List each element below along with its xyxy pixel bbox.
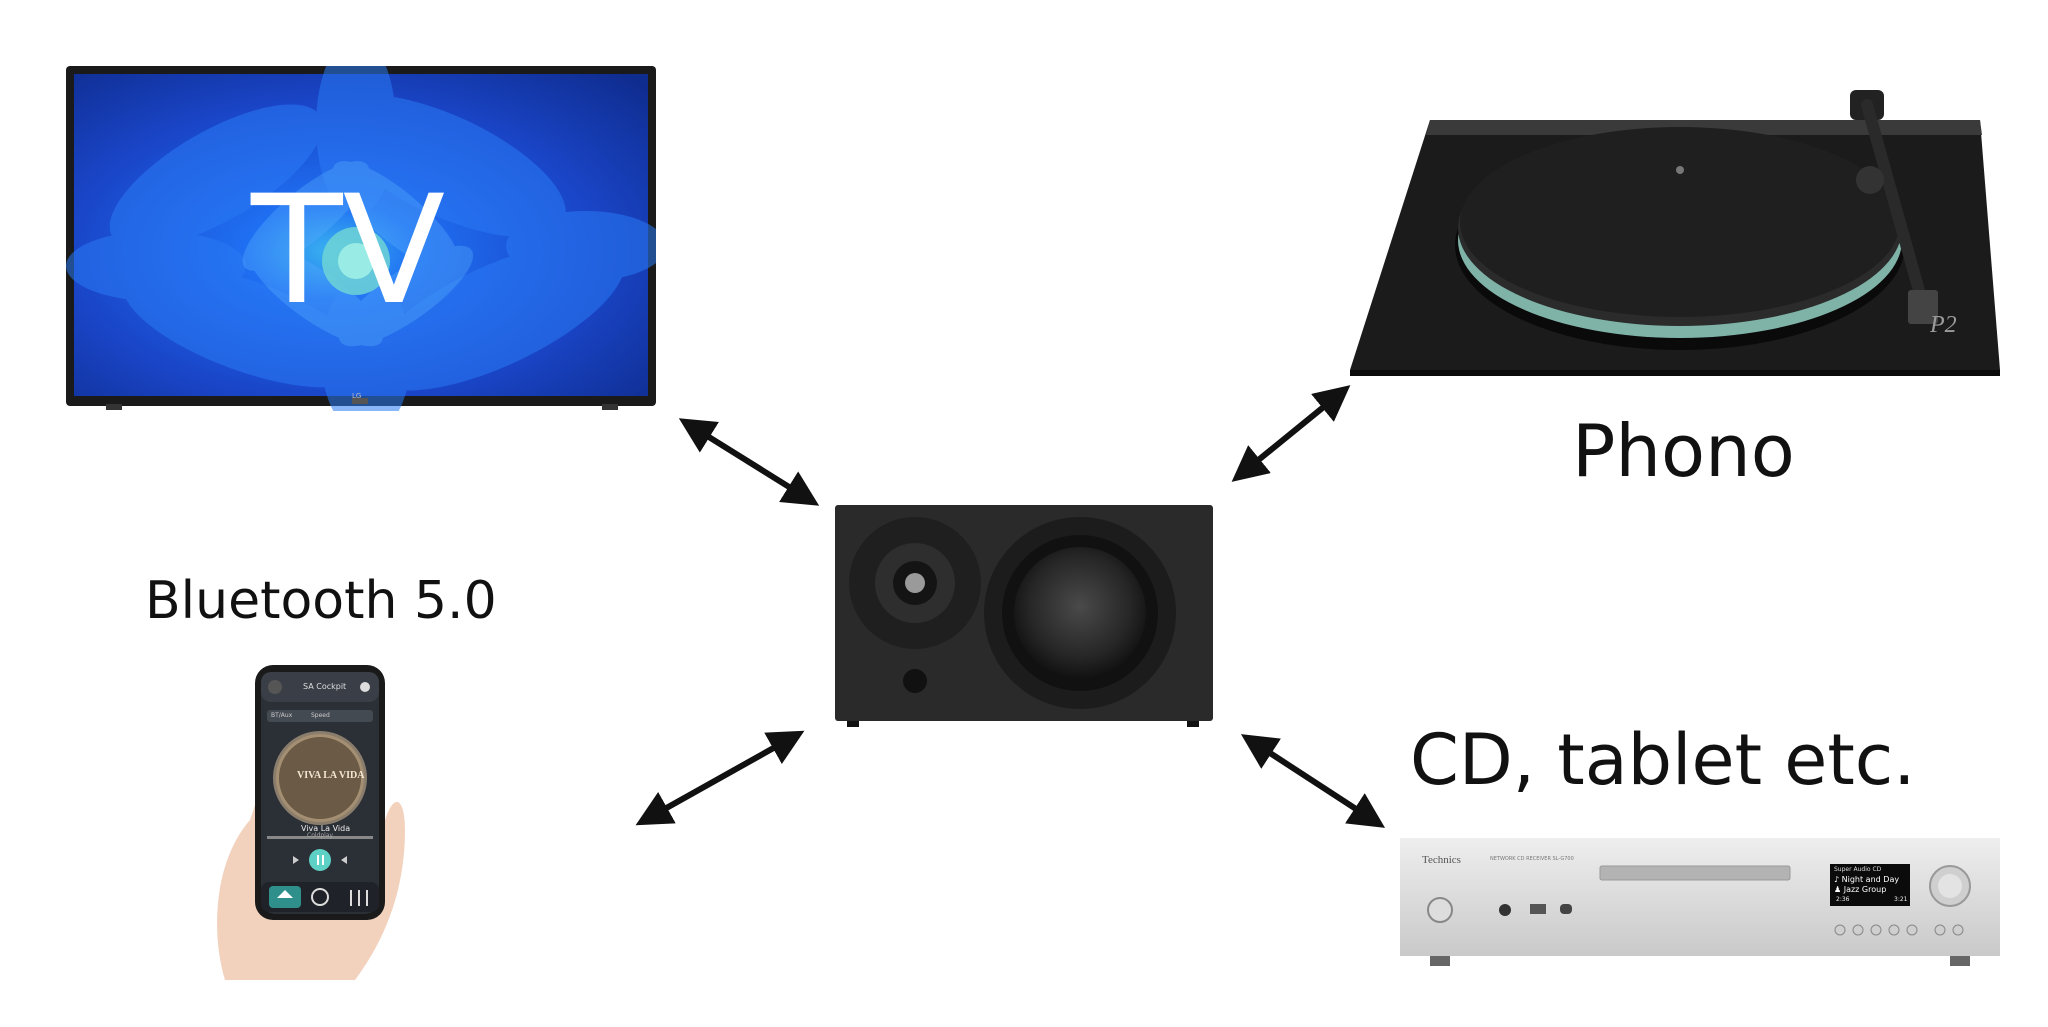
phone-source-left: BT/Aux	[271, 712, 293, 719]
cd-player-device: Technics NETWORK CD RECEIVER SL-G700 Sup…	[1400, 838, 2000, 968]
phone-illustration	[217, 665, 405, 980]
turntable-badge: P2	[1930, 312, 1957, 338]
speaker-device	[835, 505, 1215, 727]
turntable-device: P2	[1350, 80, 2000, 380]
tv-illustration	[66, 36, 666, 436]
cd-display-line3: ♟ Jazz Group	[1834, 885, 1887, 894]
cd-display-line1: Super Audio CD	[1834, 866, 1882, 873]
tv-device: LG TV	[66, 36, 666, 436]
phono-label: Phono	[1572, 409, 1795, 493]
arrow-phono-speaker	[1231, 385, 1351, 482]
phone-device: SA Cockpit BT/Aux Speed VIVA LA VIDA Viv…	[205, 660, 415, 980]
arrow-bluetooth-speaker	[635, 730, 805, 826]
phone-track-title: Viva La Vida	[301, 824, 351, 833]
speaker-illustration	[835, 505, 1213, 727]
tv-brand-logo: LG	[352, 392, 362, 400]
cd-player-illustration	[1400, 838, 2000, 966]
phone-source-center: Speed	[311, 712, 330, 719]
cd-display-time: 2:36	[1836, 896, 1850, 903]
bluetooth-label: Bluetooth 5.0	[145, 571, 497, 631]
phone-track-artist: Coldplay	[307, 832, 334, 839]
cd-display-time-total: 3:21	[1894, 896, 1908, 903]
cd-model-text: NETWORK CD RECEIVER SL-G700	[1490, 856, 1574, 862]
phone-album-art-text: VIVA LA VIDA	[297, 770, 365, 781]
cd-label: CD, tablet etc.	[1410, 719, 1916, 801]
tv-label: TV	[251, 164, 446, 338]
turntable-illustration	[1350, 90, 2000, 376]
cd-display-line2: ♪ Night and Day	[1834, 875, 1900, 884]
arrow-tv-speaker	[678, 418, 820, 506]
cd-brand-logo: Technics	[1422, 854, 1461, 866]
phone-app-title: SA Cockpit	[303, 682, 347, 691]
arrow-cd-speaker	[1240, 734, 1386, 828]
